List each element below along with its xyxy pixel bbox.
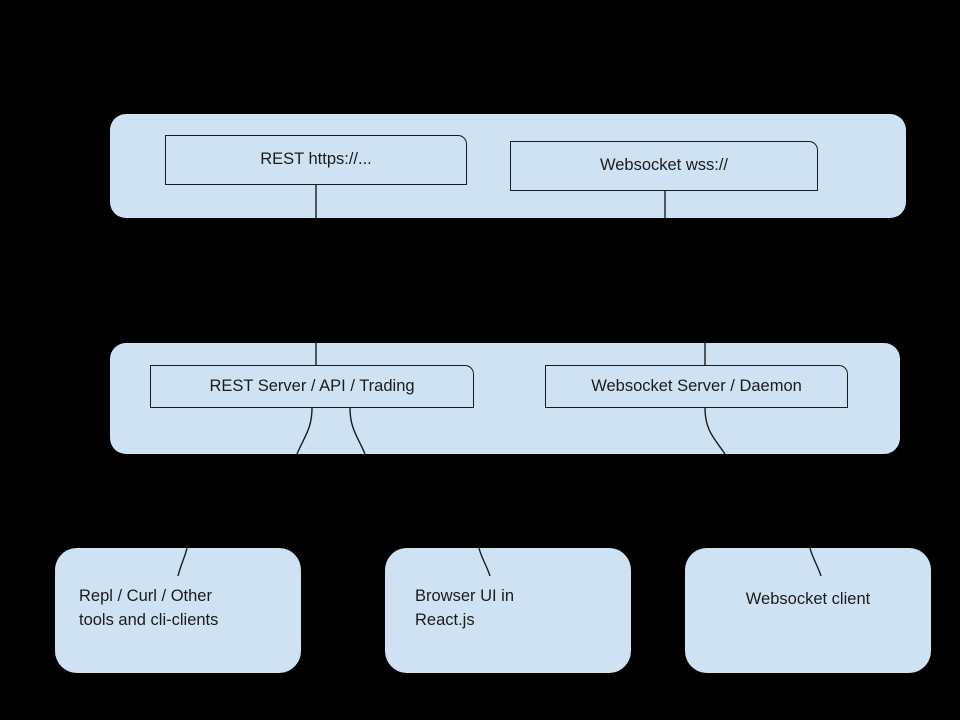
node-rest-endpoint[interactable]: REST https://... (165, 135, 467, 185)
server-layer-container: REST Server / API / Trading Websocket Se… (110, 343, 900, 454)
node-websocket-endpoint-label: Websocket wss:// (599, 156, 729, 175)
edge-browser-ui-up (478, 548, 491, 577)
node-websocket-endpoint[interactable]: Websocket wss:// (510, 141, 818, 191)
node-browser-ui-label: Browser UI in React.js (415, 587, 515, 629)
edge-cli-clients-up (177, 548, 188, 577)
node-cli-clients-label: Repl / Curl / Other tools and cli-client… (79, 587, 219, 629)
node-rest-server[interactable]: REST Server / API / Trading (150, 365, 474, 408)
edge-websocket-server-to-client (704, 407, 726, 454)
node-websocket-client-label: Websocket client (745, 590, 871, 608)
edge-rest-server-to-browser (349, 407, 366, 454)
edge-rest-server-to-cli (296, 407, 313, 454)
node-rest-endpoint-label: REST https://... (260, 150, 372, 169)
node-websocket-server-label: Websocket Server / Daemon (591, 376, 802, 395)
node-browser-ui[interactable]: Browser UI in React.js (385, 548, 631, 673)
protocol-layer-container: REST https://... Websocket wss:// (110, 114, 906, 218)
node-websocket-client[interactable]: Websocket client (685, 548, 931, 673)
node-cli-clients[interactable]: Repl / Curl / Other tools and cli-client… (55, 548, 301, 673)
edge-websocket-client-up (809, 548, 822, 577)
node-websocket-server[interactable]: Websocket Server / Daemon (545, 365, 848, 408)
node-rest-server-label: REST Server / API / Trading (209, 376, 415, 395)
